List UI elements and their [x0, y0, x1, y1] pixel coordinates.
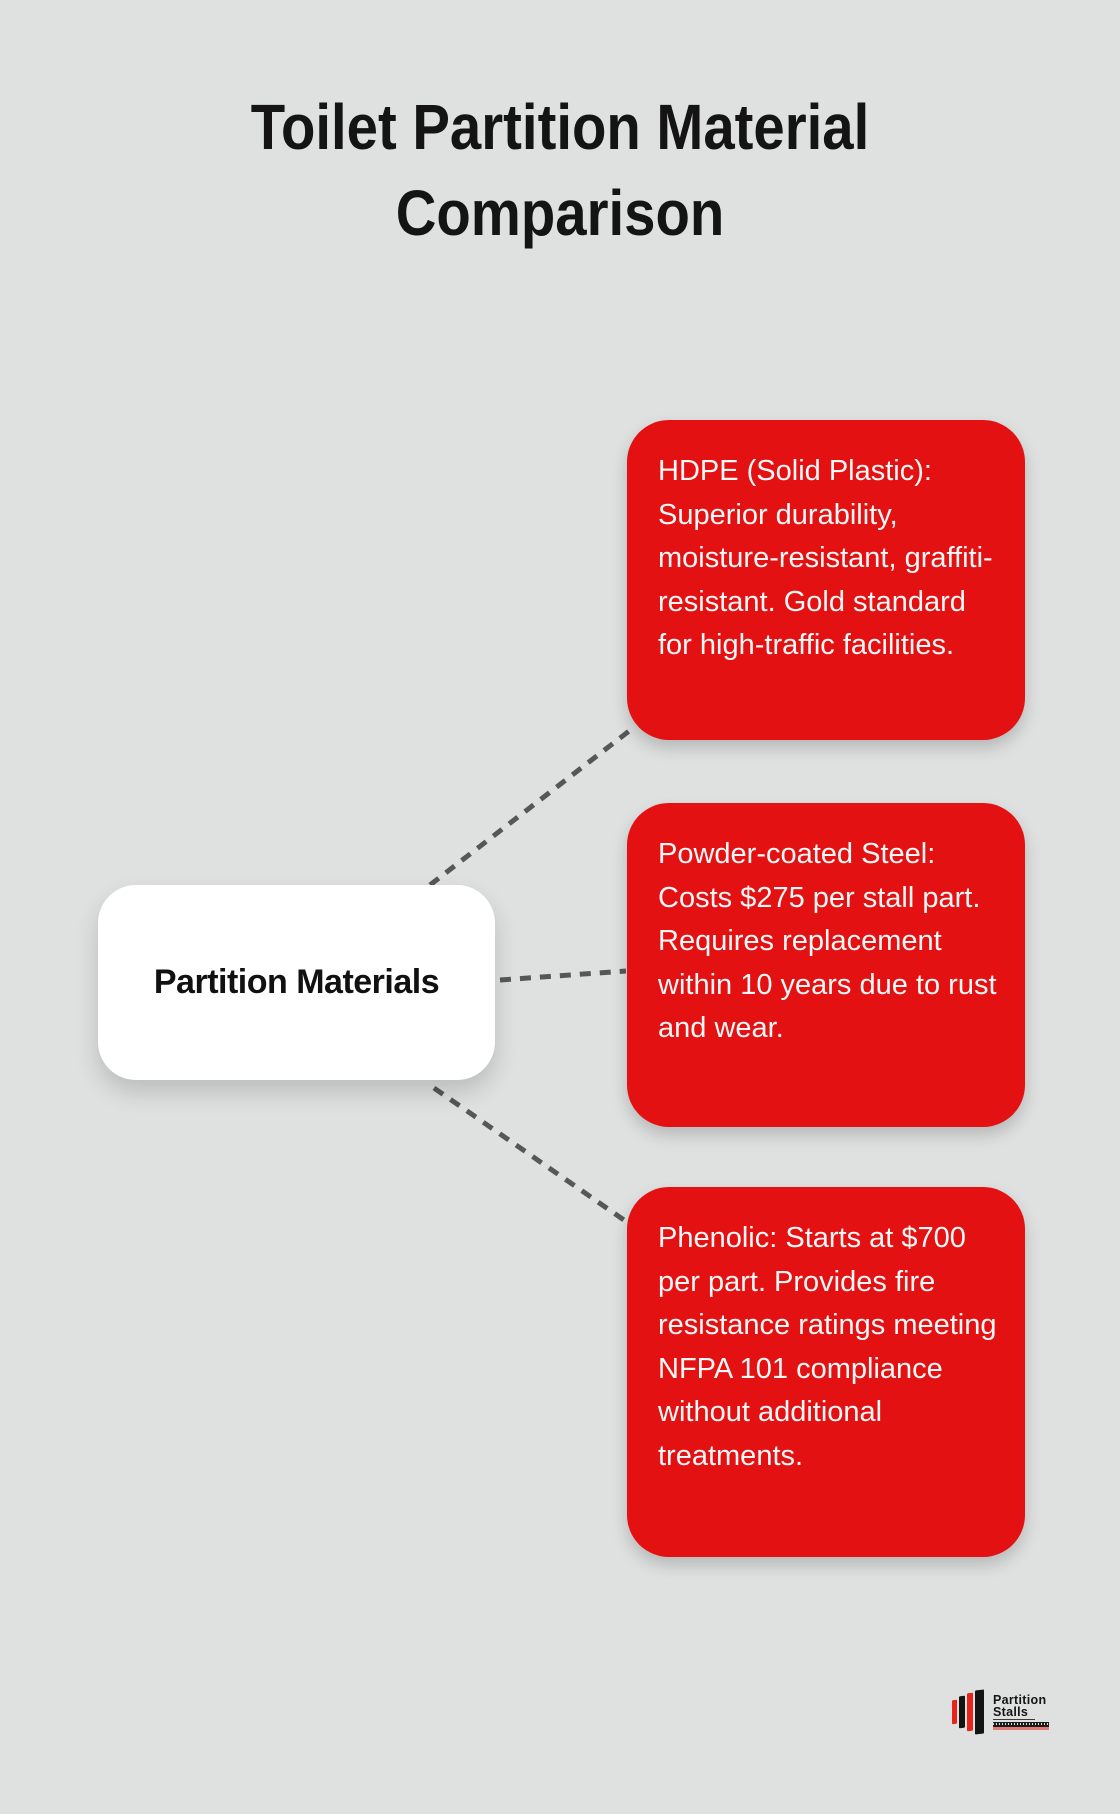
branch-node-hdpe-text: HDPE (Solid Plastic): Superior durabilit…: [658, 455, 993, 661]
partition-panels-icon: [952, 1689, 986, 1735]
branch-node-hdpe: HDPE (Solid Plastic): Superior durabilit…: [627, 420, 1025, 740]
center-node-label: Partition Materials: [153, 963, 440, 1001]
branch-node-powder-coated-steel-text: Powder-coated Steel: Costs $275 per stal…: [658, 838, 997, 1044]
page-title: Toilet Partition Material Comparison: [67, 84, 1053, 256]
logo-wordmark-line-1: Partition: [993, 1693, 1047, 1707]
logo-wordmark-line-2: Stalls: [993, 1706, 1035, 1720]
connector-line-steel: [499, 968, 627, 983]
page-title-line-2: Comparison: [395, 177, 725, 249]
logo-tagline-bar: [993, 1722, 1049, 1727]
partition-stalls-logo: Partition Stalls: [952, 1688, 1049, 1736]
logo-wordmark: Partition Stalls: [993, 1694, 1049, 1730]
center-node-partition-materials: Partition Materials: [98, 885, 495, 1080]
connector-line-hdpe: [428, 726, 635, 887]
page-title-line-1: Toilet Partition Material: [250, 91, 870, 163]
logo-red-underline: [993, 1727, 1049, 1730]
connector-line-phenolic: [432, 1085, 636, 1230]
branch-node-phenolic-text: Phenolic: Starts at $700 per part. Provi…: [658, 1222, 997, 1472]
branch-node-powder-coated-steel: Powder-coated Steel: Costs $275 per stal…: [627, 803, 1025, 1127]
branch-node-phenolic: Phenolic: Starts at $700 per part. Provi…: [627, 1187, 1025, 1557]
